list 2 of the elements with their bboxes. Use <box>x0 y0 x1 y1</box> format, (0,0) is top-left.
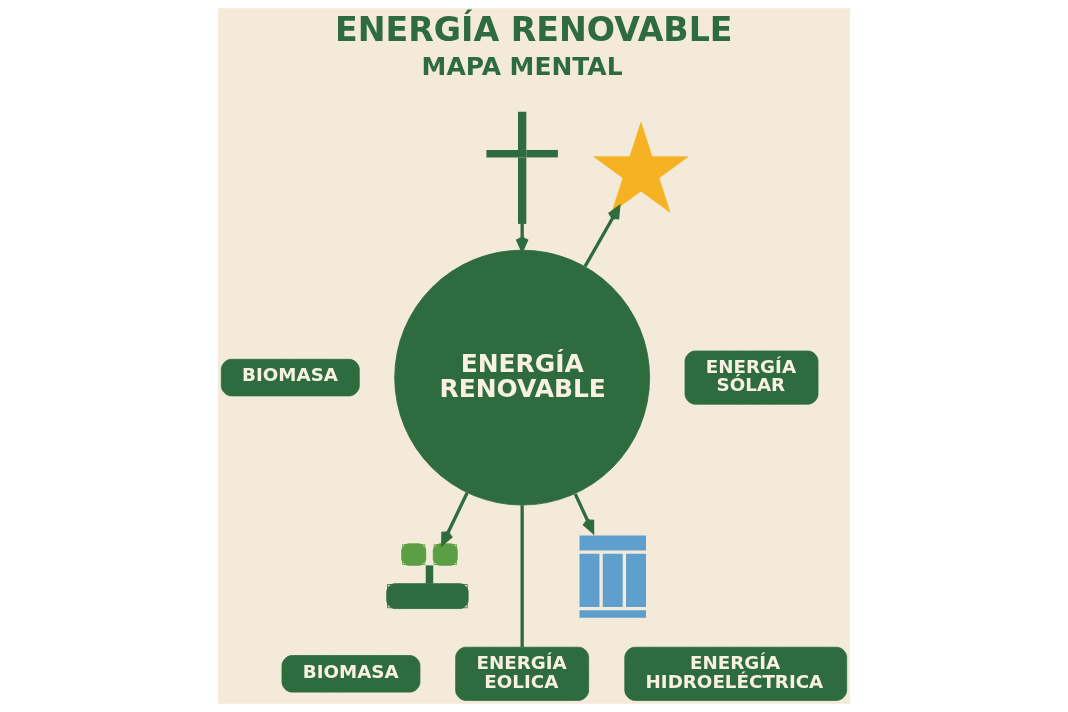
label: MAPA MENTAL <box>421 52 623 82</box>
diagram-title: ENERGÍA RENOVABLE <box>334 9 733 49</box>
